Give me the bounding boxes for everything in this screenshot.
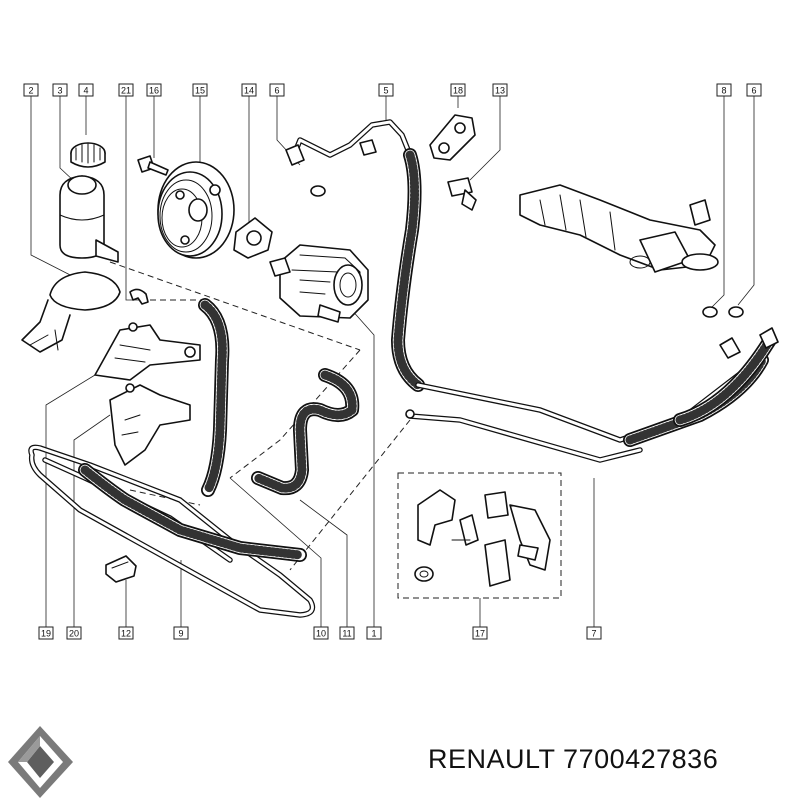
callout-13: 13: [492, 83, 508, 97]
callout-2: 2: [23, 83, 39, 97]
callout-number: 7: [591, 629, 596, 639]
callout-19: 19: [38, 626, 54, 640]
callout-number: 8: [721, 86, 726, 96]
callout-number: 11: [342, 629, 351, 639]
callout-3: 3: [52, 83, 68, 97]
callout-box: [118, 83, 134, 97]
callout-14: 14: [241, 83, 257, 97]
return-hose-10: [198, 298, 230, 497]
callout-box: [78, 83, 94, 97]
callout-1: 1: [366, 626, 382, 640]
callout-box: [586, 626, 602, 640]
callout-number: 18: [453, 86, 463, 96]
callout-number: 1: [371, 629, 376, 639]
callout-box: [716, 83, 732, 97]
callout-box: [241, 83, 257, 97]
pump-pulley: [157, 161, 235, 259]
callout-number: 20: [69, 629, 79, 639]
callout-box: [313, 626, 329, 640]
callout-18: 18: [450, 83, 466, 97]
callout-10: 10: [313, 626, 329, 640]
callout-box: [173, 626, 189, 640]
o-ring-seal: [310, 185, 326, 197]
pulley-bolt: [137, 155, 169, 176]
pipe-clamp-18: [429, 114, 476, 161]
callout-number: 17: [475, 629, 485, 639]
callout-number: 6: [274, 86, 279, 96]
part-caption: RENAULT 7700427836: [428, 744, 718, 775]
callout-number: 12: [121, 629, 131, 639]
callout-number: 6: [751, 86, 756, 96]
callout-box: [366, 626, 382, 640]
union-fitting-13: [447, 177, 477, 211]
callout-box: [23, 83, 39, 97]
brand-name: RENAULT: [428, 744, 556, 774]
callout-21: 21: [118, 83, 134, 97]
callout-7: 7: [586, 626, 602, 640]
steering-rack: [519, 184, 719, 273]
leader-lines: [30, 96, 755, 628]
hose-clip: [129, 288, 149, 305]
callout-15: 15: [192, 83, 208, 97]
callout-4: 4: [78, 83, 94, 97]
rack-feed-pipes: [405, 327, 779, 463]
pipe-clip-12: [105, 555, 137, 583]
callout-box: [269, 83, 285, 97]
callout-number: 21: [121, 86, 131, 96]
callout-number: 10: [316, 629, 326, 639]
callout-number: 2: [28, 86, 33, 96]
pump-bracket-lower: [109, 383, 191, 466]
callout-box: [66, 626, 82, 640]
callout-9: 9: [173, 626, 189, 640]
callout-box: [38, 626, 54, 640]
callout-number: 15: [195, 86, 205, 96]
callout-11: 11: [339, 626, 355, 640]
callout-box: [52, 83, 68, 97]
callout-number: 5: [383, 86, 388, 96]
fluid-reservoir: [59, 142, 119, 263]
callout-box: [746, 83, 762, 97]
callout-box: [146, 83, 162, 97]
callout-8: 8: [716, 83, 732, 97]
callout-17: 17: [472, 626, 488, 640]
part-number: 7700427836: [563, 744, 719, 774]
callout-box: [492, 83, 508, 97]
callout-number: 13: [495, 86, 505, 96]
callout-16: 16: [146, 83, 162, 97]
callout-box: [118, 626, 134, 640]
callout-6: 6: [269, 83, 285, 97]
callout-number: 9: [178, 629, 183, 639]
renault-diamond-logo: [8, 726, 73, 798]
callout-box: [378, 83, 394, 97]
pulley-hub: [233, 217, 273, 259]
power-steering-pump: [269, 244, 369, 323]
return-hose-11: [251, 368, 360, 496]
callout-number: 16: [149, 86, 159, 96]
rack-o-rings: [702, 306, 744, 318]
pressure-pipe-top: [285, 119, 413, 166]
callout-12: 12: [118, 626, 134, 640]
callout-20: 20: [66, 626, 82, 640]
fixing-kit-17: [397, 472, 562, 599]
callout-number: 19: [41, 629, 51, 639]
cooler-pipe-loop: [28, 444, 316, 618]
pressure-hose-long: [391, 148, 425, 392]
callout-box: [192, 83, 208, 97]
callout-number: 3: [57, 86, 62, 96]
callout-number: 14: [244, 86, 254, 96]
callout-box: [450, 83, 466, 97]
reservoir-bracket: [21, 271, 121, 353]
callout-box: [339, 626, 355, 640]
callout-box: [472, 626, 488, 640]
callout-number: 4: [83, 86, 88, 96]
callout-5: 5: [378, 83, 394, 97]
callout-6: 6: [746, 83, 762, 97]
pump-bracket-upper: [94, 322, 201, 381]
